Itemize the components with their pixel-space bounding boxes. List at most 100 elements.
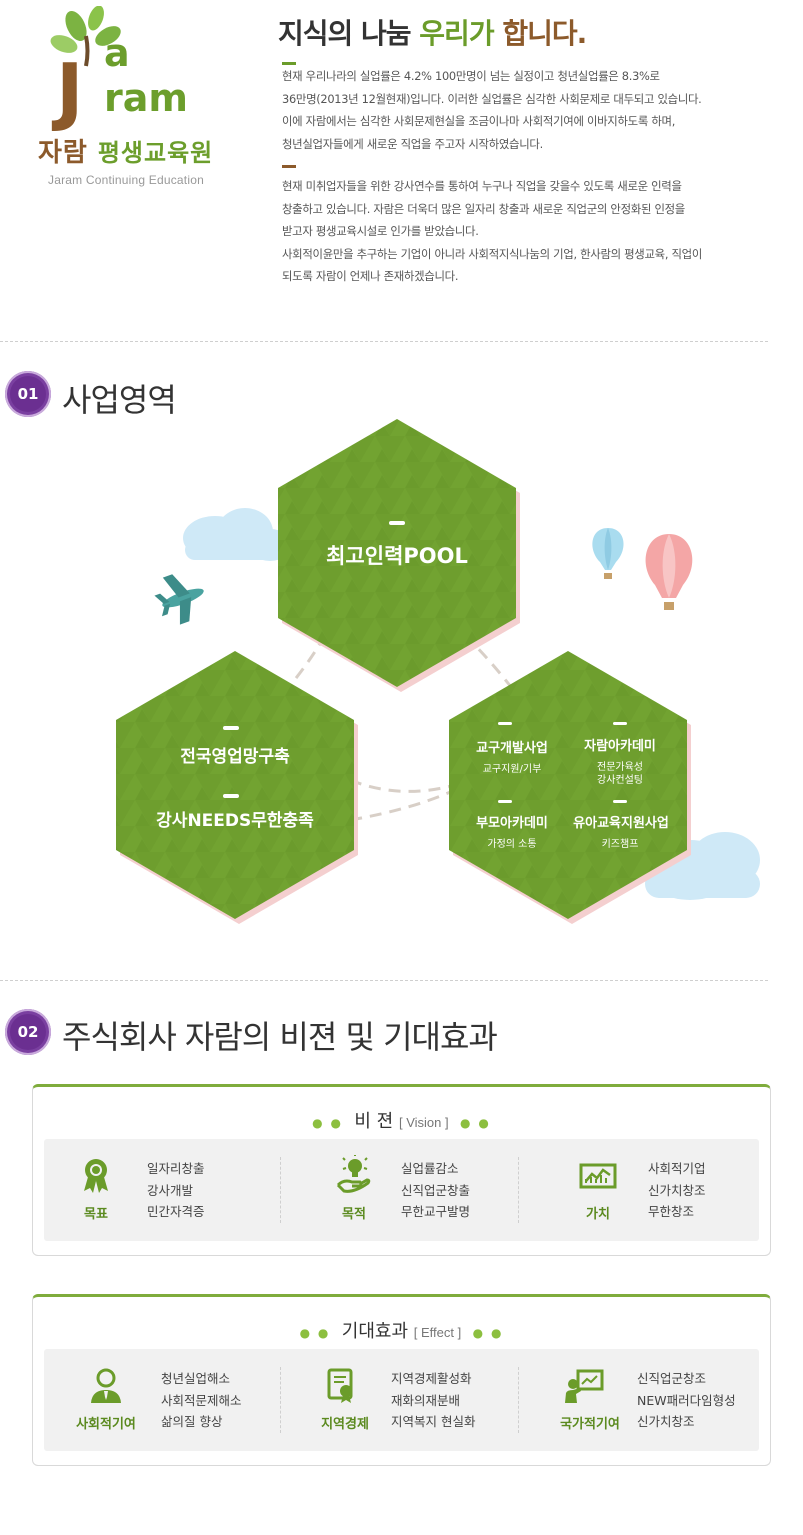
list-item: 삶의질 향상 [161, 1414, 223, 1429]
vision-columns: 목표 일자리창출 강사개발 민간자격증 목적 실업률감소 신직업군창출 무한교구… [44, 1139, 759, 1241]
intro-line: 청년실업자들에게 새로운 직업을 주고자 시작하였습니다. [282, 136, 543, 151]
hex-bar [223, 726, 239, 730]
presentation-board-icon [565, 1369, 604, 1403]
intro-line: 사회적이윤만을 추구하는 기업이 아니라 사회적지식나눔의 기업, 한사람의 평… [282, 246, 703, 261]
effect-title: 기대효과 [341, 1321, 409, 1342]
intro-paragraph-1: 현재 우리나라의 실업률은 4.2% 100만명이 넘는 실정이고 청년실업률은… [282, 65, 772, 155]
hot-air-balloon-icon [592, 528, 624, 579]
list-item: 실업률감소 [401, 1161, 459, 1176]
list-item: 일자리창출 [147, 1161, 205, 1176]
list-item: 신가치창조 [637, 1414, 695, 1429]
hex-bar [389, 521, 405, 525]
hex-right-item-title: 자람아카데미 [584, 739, 656, 754]
intro-line: 받고자 평생교육시설로 인가를 받았습니다. [282, 224, 479, 238]
intro-title-part3: 합니다. [493, 17, 587, 50]
vision-column-label: 가치 [586, 1207, 610, 1222]
list-item: 무한창조 [648, 1204, 695, 1219]
section-title: 사업영역 [62, 381, 177, 419]
title-dots: ● ● [472, 1326, 504, 1340]
list-item: 민간자격증 [147, 1204, 205, 1219]
certificate-book-icon [327, 1368, 353, 1403]
vision-column-label: 목적 [342, 1207, 366, 1222]
chart-monitor-icon [579, 1163, 617, 1189]
section-number: 01 [10, 376, 46, 412]
vision-column-items: 일자리창출 강사개발 민간자격증 [147, 1158, 205, 1223]
effect-column-items: 지역경제활성화 재화의재분배 지역복지 현실화 [391, 1368, 475, 1433]
logo-letters-ram: ram [104, 76, 188, 120]
vision-column: 목표 일자리창출 강사개발 민간자격증 [44, 1139, 280, 1241]
list-item: 지역경제활성화 [391, 1371, 472, 1386]
intro-line: 창출하고 있습니다. 자람은 더욱더 많은 일자리 창출과 새로운 직업군의 안… [282, 201, 685, 216]
title-dots: ● ● [312, 1116, 343, 1130]
intro-title: 지식의 나눔 우리가 합니다. [278, 12, 587, 52]
hex-bar [223, 794, 239, 798]
intro-title-part2: 우리가 [419, 17, 494, 50]
intro-line: 36만명(2013년 12월현재)입니다. 이러한 실업률은 심각한 사회문제로… [282, 91, 702, 106]
hexagon-right [449, 651, 691, 924]
vision-box: ● ● 비 젼 [ Vision ] ● ● 목표 일자리창출 강사개발 민간자… [32, 1084, 771, 1256]
list-item: 청년실업해소 [161, 1371, 231, 1386]
hex-top-label: 최고인력POOL [326, 544, 468, 568]
logo-letter-a: a [104, 31, 130, 75]
hex-right-item-sub: 전문가육성 [597, 762, 643, 773]
section-divider [0, 980, 768, 981]
airplane-icon [154, 574, 204, 625]
list-item: 사회적문제해소 [161, 1392, 242, 1408]
title-dots: ● ● [460, 1116, 491, 1130]
logo-name-edu: 평생교육원 [97, 139, 214, 167]
list-item: 재화의재분배 [391, 1392, 461, 1408]
vision-subtitle: [ Vision ] [398, 1115, 449, 1130]
effect-column-label: 지역경제 [321, 1417, 369, 1432]
logo-english-name: Jaram Continuing Education [48, 173, 204, 187]
brown-bar-divider [282, 165, 296, 168]
hex-right-item-title: 유아교육지원사업 [573, 816, 669, 831]
hex-bar [498, 800, 512, 803]
hex-right-item-title: 교구개발사업 [476, 741, 548, 756]
intro-paragraph-2: 현재 미취업자들을 위한 강사연수를 통하여 누구나 직업을 갖을수 있도록 새… [282, 175, 772, 288]
intro-line: 현재 우리나라의 실업률은 4.2% 100만명이 넘는 실정이고 청년실업률은… [282, 69, 660, 83]
hot-air-balloon-icon [645, 534, 693, 610]
section-number-badge: 02 [5, 1009, 51, 1055]
vision-column-items: 사회적기업 신가치창조 무한창조 [648, 1158, 706, 1223]
hex-right-item-sub: 키즈챔프 [601, 839, 639, 850]
hex-bar [498, 722, 512, 725]
green-bar-divider [282, 62, 296, 65]
effect-column-label: 국가적기여 [560, 1417, 620, 1432]
section-divider [0, 341, 768, 342]
column-divider [518, 1157, 519, 1223]
effect-box-title: ● ● 기대효과 [ Effect ] ● ● [33, 1317, 770, 1343]
list-item: 지역복지 현실화 [391, 1414, 476, 1429]
list-item: 무한교구발명 [401, 1204, 471, 1219]
intro-line: 현재 미취업자들을 위한 강사연수를 통하여 누구나 직업을 갖을수 있도록 새… [282, 179, 682, 193]
section-number-badge: 01 [5, 371, 51, 417]
hex-right-item-sub: 가정의 소통 [487, 839, 537, 850]
vision-column: 목적 실업률감소 신직업군창출 무한교구발명 [280, 1139, 518, 1241]
list-item: NEW패러다임형성 [637, 1392, 736, 1408]
intro-line: 이에 자람에서는 심각한 사회문제현실을 조금이나마 사회적기여에 이바지하도록… [282, 114, 676, 128]
vision-column-label: 목표 [84, 1207, 108, 1222]
effect-columns: 사회적기여 청년실업해소 사회적문제해소 삶의질 향상 지역경제 지역경제활성화… [44, 1349, 759, 1451]
list-item: 신직업군창출 [401, 1182, 471, 1198]
hex-bar [613, 800, 627, 803]
column-divider [518, 1367, 519, 1433]
intro-line: 되도록 자람이 언제나 존재하겠습니다. [282, 269, 459, 283]
jaram-logo: J a ram [50, 6, 188, 134]
section-number: 02 [10, 1014, 46, 1050]
effect-column-items: 신직업군창조 NEW패러다임형성 신가치창조 [637, 1368, 736, 1433]
effect-subtitle: [ Effect ] [413, 1325, 462, 1340]
title-dots: ● ● [299, 1326, 331, 1340]
effect-column: 사회적기여 청년실업해소 사회적문제해소 삶의질 향상 [44, 1349, 280, 1451]
effect-column: 지역경제 지역경제활성화 재화의재분배 지역복지 현실화 [280, 1349, 518, 1451]
intro-title-part1: 지식의 나눔 [278, 17, 420, 50]
hex-right-item-sub: 교구지원/기부 [482, 764, 542, 775]
hex-left-label-2: 강사NEEDS무한충족 [156, 811, 314, 831]
vision-column-items: 실업률감소 신직업군창출 무한교구발명 [401, 1158, 470, 1223]
column-divider [280, 1157, 281, 1223]
business-area-diagram [116, 419, 760, 924]
list-item: 사회적기업 [648, 1161, 706, 1176]
vision-box-title: ● ● 비 젼 [ Vision ] ● ● [33, 1107, 770, 1133]
hex-bar [613, 722, 627, 725]
cloud-icon [183, 508, 292, 561]
lightbulb-hand-icon [336, 1155, 371, 1193]
